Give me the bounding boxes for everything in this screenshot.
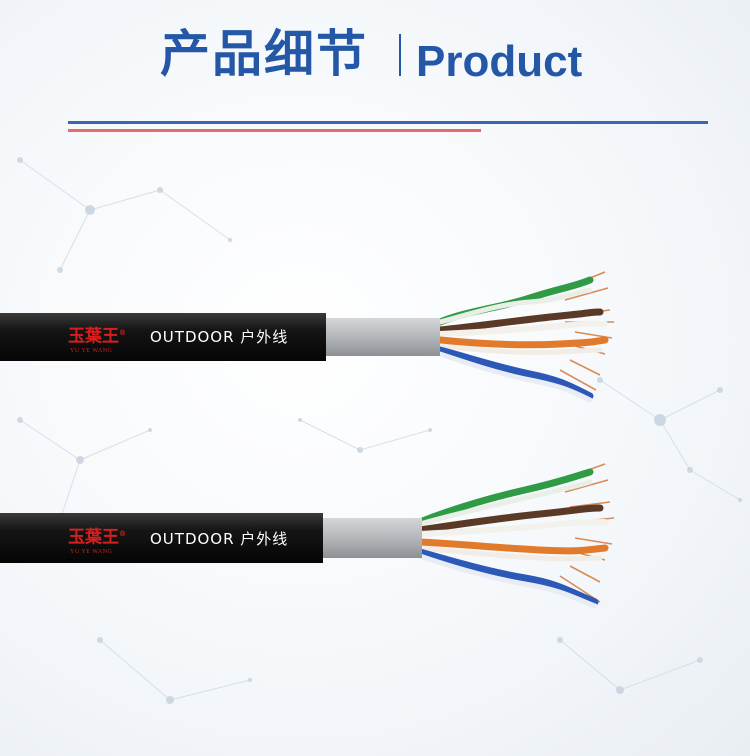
brand-name-cn: 玉葉王® xyxy=(68,527,126,548)
cable-illustration xyxy=(0,271,614,403)
twisted-pairs xyxy=(416,468,609,609)
brand-name-cn: 玉葉王® xyxy=(68,326,126,347)
cable-print-label: OUTDOOR 户外线 xyxy=(150,328,289,346)
brand-logo: 玉葉王® YU YE WANG xyxy=(68,524,128,556)
header-rule-red xyxy=(68,129,481,132)
title-separator xyxy=(399,34,401,76)
inner-sheath xyxy=(322,518,422,558)
cable-print-label: OUTDOOR 户外线 xyxy=(150,530,289,548)
twisted-pairs xyxy=(436,276,609,403)
page-title-english: Product xyxy=(416,37,583,86)
brand-name-en: YU YE WANG xyxy=(70,548,113,555)
brand-name-en: YU YE WANG xyxy=(70,347,113,354)
cable-photo-top: 玉葉王® YU YE WANG OUTDOOR 户外线 xyxy=(0,250,750,410)
cable-photo-bottom: 玉葉王® YU YE WANG OUTDOOR 户外线 xyxy=(0,452,750,612)
cable-illustration xyxy=(0,463,615,609)
outer-jacket xyxy=(0,313,326,361)
section-header: 产品细节 Product xyxy=(0,0,750,140)
page-title: 产品细节 xyxy=(160,25,368,83)
header-rule-blue xyxy=(68,121,708,124)
inner-sheath xyxy=(325,318,440,356)
brand-logo: 玉葉王® YU YE WANG xyxy=(68,323,128,355)
outer-jacket xyxy=(0,513,323,563)
